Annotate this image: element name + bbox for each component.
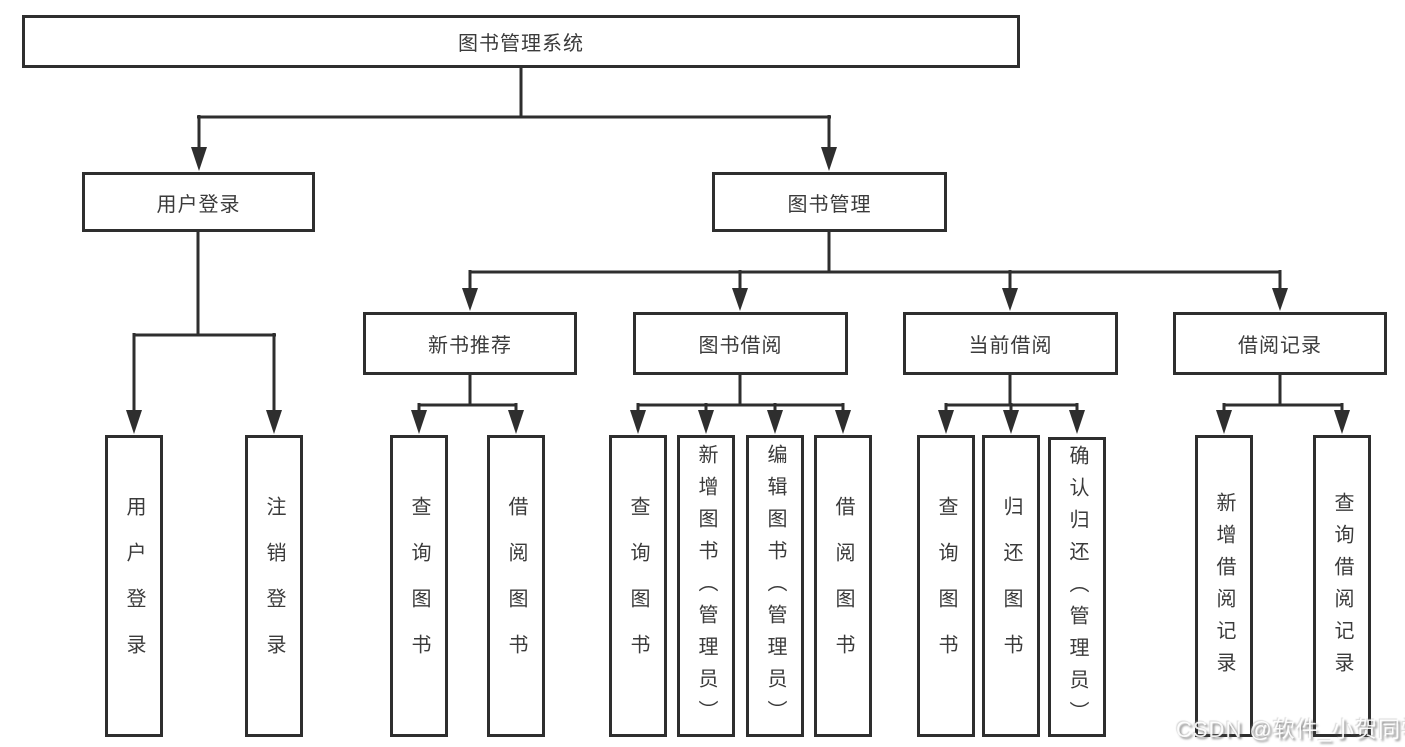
node-leaf-edit-book-admin: 编辑图书（管理员） — [746, 435, 804, 737]
node-current-borrow: 当前借阅 — [903, 312, 1118, 375]
node-borrow-records: 借阅记录 — [1173, 312, 1387, 375]
node-leaf-return-books: 归还图书 — [982, 435, 1040, 737]
node-book-borrow: 图书借阅 — [633, 312, 848, 375]
node-leaf-query-books-recommend: 查询图书 — [390, 435, 448, 737]
node-leaf-borrow-books-recommend: 借阅图书 — [487, 435, 545, 737]
tree-edges — [132, 68, 1344, 412]
node-leaf-query-books-current: 查询图书 — [917, 435, 975, 737]
node-leaf-add-borrow-record: 新增借阅记录 — [1195, 435, 1253, 737]
node-book-management: 图书管理 — [712, 172, 947, 232]
node-leaf-borrow-books-borrow: 借阅图书 — [814, 435, 872, 737]
arrowheads — [126, 147, 1350, 434]
node-leaf-user-login: 用户登录 — [105, 435, 163, 737]
node-leaf-query-books-borrow: 查询图书 — [609, 435, 667, 737]
csdn-watermark: CSDN @软件_小贺同学 — [1176, 717, 1405, 742]
node-leaf-confirm-return-admin: 确认归还（管理员） — [1048, 437, 1106, 737]
node-user-login: 用户登录 — [82, 172, 315, 232]
node-leaf-add-book-admin: 新增图书（管理员） — [677, 435, 735, 737]
node-new-book-recommend: 新书推荐 — [363, 312, 577, 375]
node-leaf-query-borrow-record: 查询借阅记录 — [1313, 435, 1371, 737]
node-leaf-logout: 注销登录 — [245, 435, 303, 737]
node-root: 图书管理系统 — [22, 15, 1020, 68]
